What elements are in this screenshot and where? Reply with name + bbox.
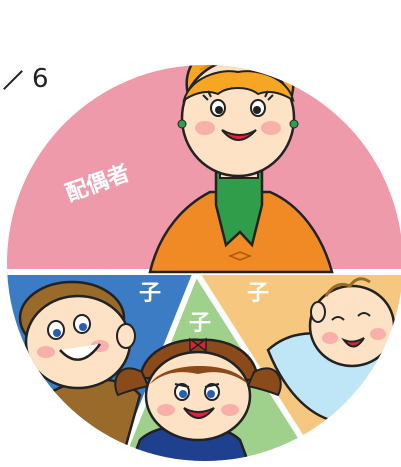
girl-illustration: [114, 337, 282, 461]
child-right-label: 子: [247, 281, 269, 306]
child-middle-label: 子: [189, 311, 211, 336]
fraction-denominator: 6: [32, 64, 51, 94]
child-left-label: 子: [139, 281, 161, 306]
fraction-text: 6: [0, 64, 51, 94]
woman-illustration: [148, 65, 334, 274]
